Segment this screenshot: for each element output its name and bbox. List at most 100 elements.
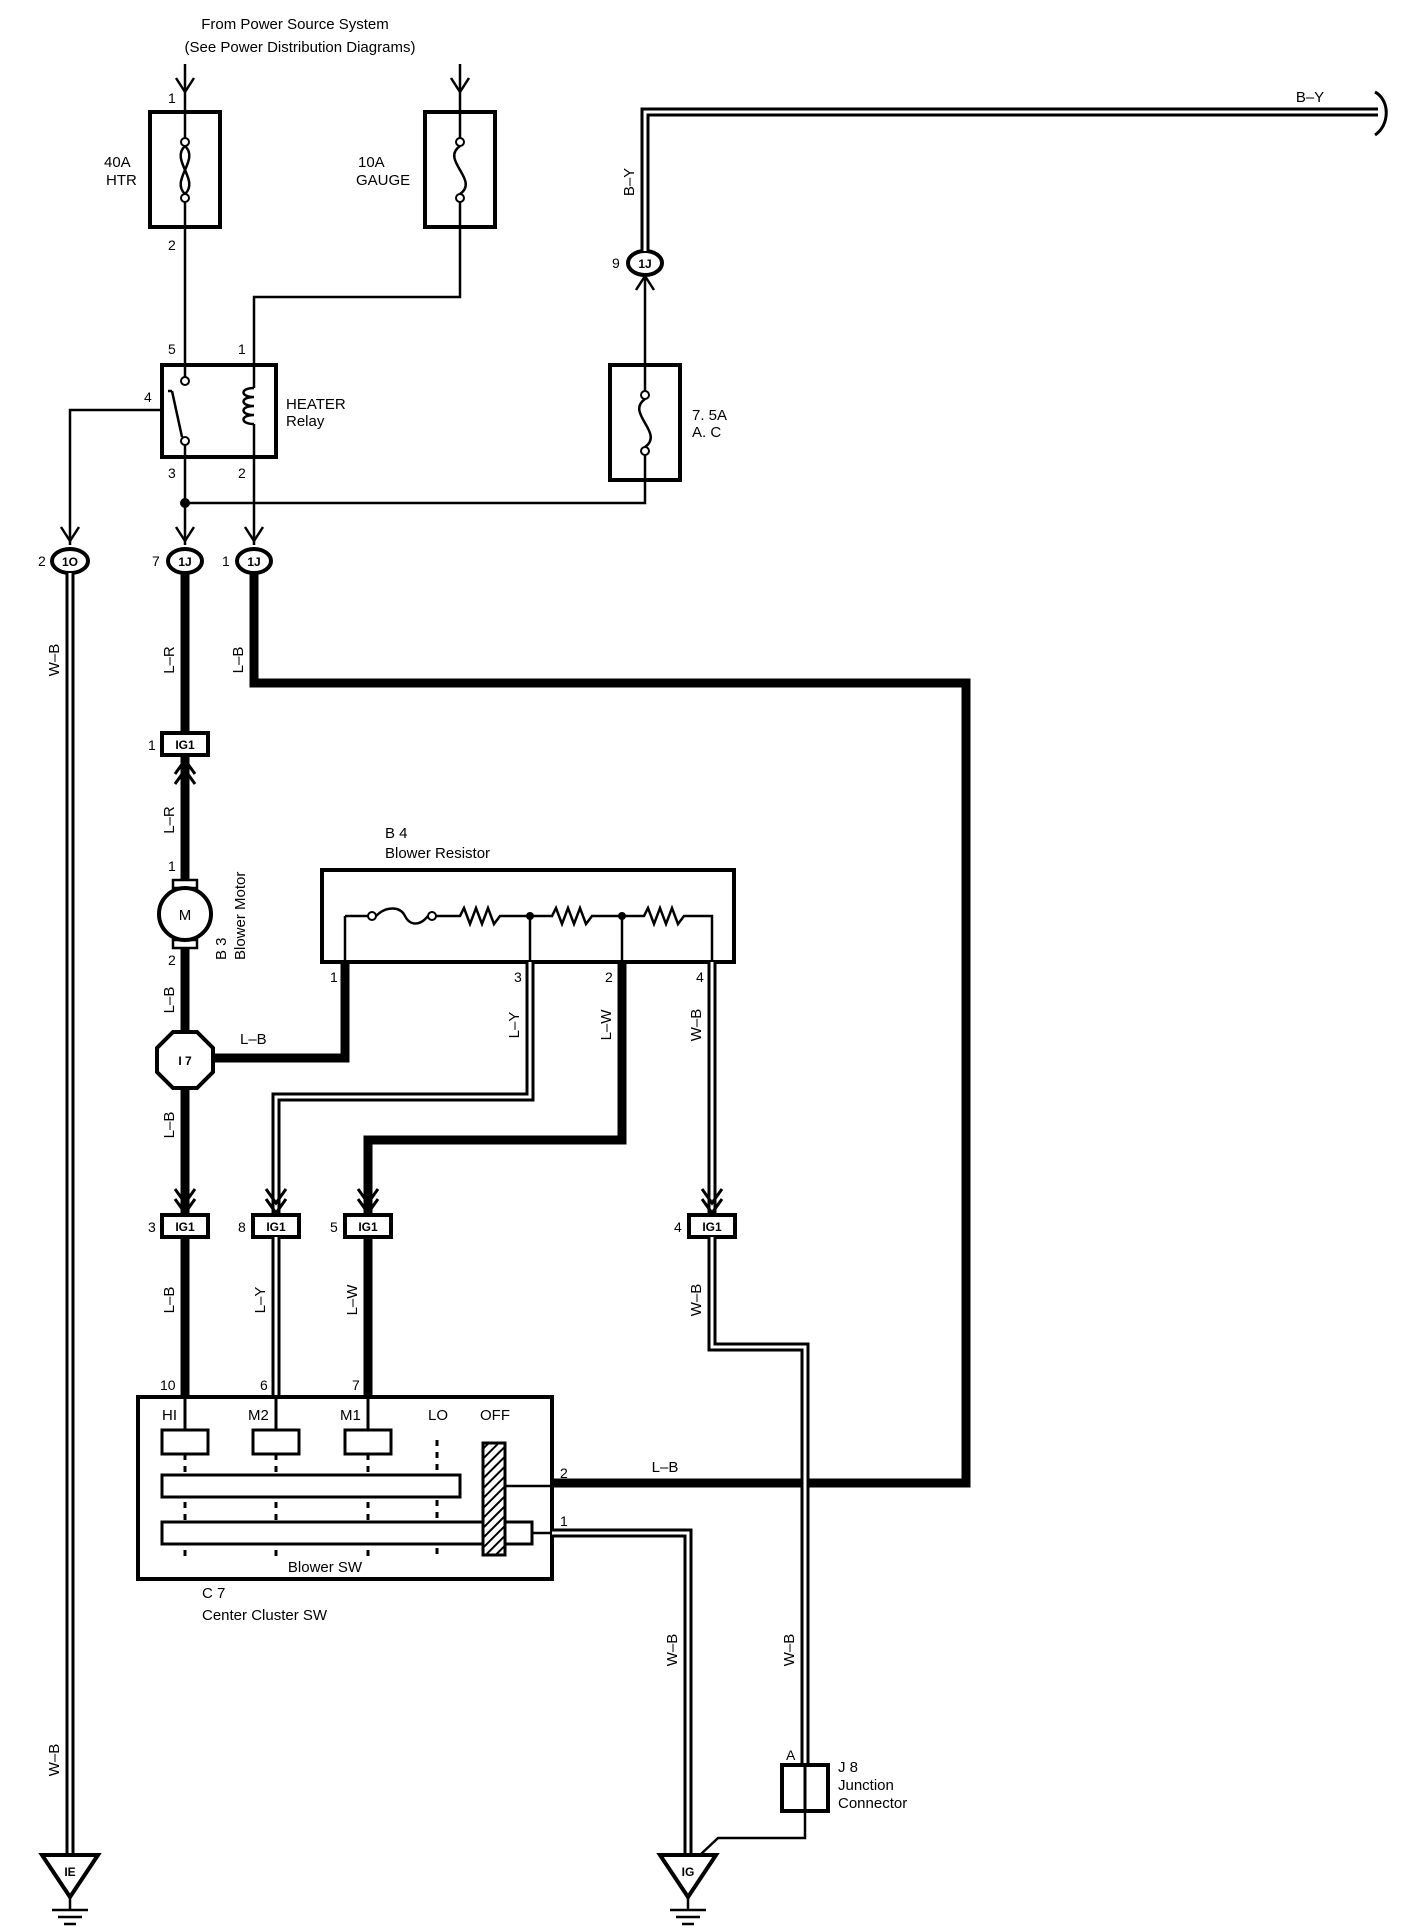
wire-w-b-to-junction — [707, 1237, 810, 1765]
pin-label: 4 — [674, 1219, 682, 1235]
wire-color-l-b: L–B — [230, 647, 247, 674]
blower-motor-name: Blower Motor — [232, 872, 249, 960]
wire-color-w-b: W–B — [688, 1284, 705, 1317]
connector-arrow — [243, 526, 265, 544]
connector-IG1-5: IG1 — [343, 1213, 393, 1239]
wire-color-w-b: W–B — [781, 1634, 798, 1667]
pin-label: 5 — [330, 1219, 338, 1235]
connector-IG1-label: IG1 — [175, 738, 195, 752]
pin-label: 3 — [168, 465, 176, 481]
wire-color-l-y: L–Y — [506, 1012, 523, 1039]
junction-code: J 8 — [838, 1759, 858, 1776]
fuse-htr-name: HTR — [106, 172, 137, 189]
switch-position-off: OFF — [480, 1407, 510, 1424]
wire-l-w — [363, 962, 627, 1215]
pin-label: 2 — [38, 553, 46, 569]
switch-position-lo: LO — [428, 1407, 448, 1424]
blower-motor: M — [157, 878, 213, 950]
connector-1J-9: 1J — [626, 249, 664, 277]
pin-label: 4 — [144, 389, 152, 405]
wire-splice-to-ac-fuse — [185, 480, 647, 505]
pin-label: 3 — [514, 969, 522, 985]
connector-arrow — [356, 1188, 380, 1206]
switch-position-m1: M1 — [340, 1407, 361, 1424]
wire-color-w-b: W–B — [688, 1009, 705, 1042]
pin-label: 2 — [168, 237, 176, 253]
power-input-arrow-gauge — [449, 64, 471, 112]
wire-color-l-b: L–B — [161, 1112, 178, 1139]
fuse-ac-name: A. C — [692, 424, 721, 441]
wire-relay4-to-1O — [68, 408, 162, 545]
pin-label: 7 — [152, 553, 160, 569]
ground-IE: IE — [38, 1853, 102, 1926]
ground-IG-label: IG — [682, 1865, 695, 1879]
power-input-arrow-htr — [174, 64, 196, 112]
junction-connector-J8 — [780, 1763, 830, 1813]
connector-1J-label: 1J — [638, 257, 651, 271]
power-source-subtitle: (See Power Distribution Diagrams) — [185, 39, 416, 56]
power-source-title: From Power Source System — [201, 16, 389, 33]
center-cluster-switch — [136, 1395, 554, 1581]
connector-1J-label: 1J — [247, 555, 260, 569]
pin-label: 2 — [238, 465, 246, 481]
wire-color-l-b: L–B — [240, 1031, 267, 1048]
pin-label: 4 — [696, 969, 704, 985]
junction-name-1: Junction — [838, 1777, 894, 1794]
wire-color-l-b: L–B — [652, 1459, 679, 1476]
switch-bar-upper — [160, 1473, 462, 1499]
connector-arrow — [264, 1188, 288, 1206]
pin-label: 1 — [168, 90, 176, 106]
junction-I7: I 7 — [155, 1030, 215, 1090]
ground-IG: IG — [656, 1853, 720, 1926]
pin-label: 1 — [330, 969, 338, 985]
fuse-gauge — [423, 110, 497, 229]
connector-1J-label: 1J — [178, 555, 191, 569]
connector-IG1-label: IG1 — [266, 1220, 286, 1234]
heater-relay — [160, 363, 278, 459]
switch-contact-m2 — [251, 1428, 301, 1456]
wire-color-l-y: L–Y — [252, 1287, 269, 1314]
connector-IG1-8: IG1 — [251, 1213, 301, 1239]
fuse-gauge-name: GAUGE — [356, 172, 410, 189]
wire-color-l-r: L–R — [161, 646, 178, 674]
wire-l-b-to-resistor1 — [213, 962, 350, 1063]
center-cluster-code: C 7 — [202, 1585, 225, 1602]
connector-IG1-1: IG1 — [160, 731, 210, 757]
connector-1O-2: 1O — [50, 547, 90, 575]
pin-label: 1 — [560, 1513, 568, 1529]
connector-IG1-label: IG1 — [358, 1220, 378, 1234]
fuse-ac — [608, 363, 682, 482]
wire-gauge-to-relay — [252, 227, 462, 370]
pin-label: 8 — [238, 1219, 246, 1235]
junction-name-2: Connector — [838, 1795, 907, 1812]
pin-label: 3 — [148, 1219, 156, 1235]
wire-color-l-w: L–W — [598, 1009, 615, 1041]
ground-IE-label: IE — [64, 1865, 75, 1879]
pin-label: 1 — [238, 341, 246, 357]
blower-motor-code: B 3 — [213, 937, 230, 960]
connector-arrow — [174, 526, 196, 544]
pin-label: 2 — [560, 1465, 568, 1481]
blower-switch-label: Blower SW — [288, 1559, 363, 1576]
wire-color-w-b: W–B — [664, 1634, 681, 1667]
pin-label: 6 — [260, 1377, 268, 1393]
connector-1J-7: 1J — [166, 547, 204, 575]
switch-contact-m1 — [343, 1428, 393, 1456]
connector-arrow — [700, 1188, 724, 1206]
connector-IG1-label: IG1 — [175, 1220, 195, 1234]
pin-label: 5 — [168, 341, 176, 357]
wire-w-b-switch-to-ground — [552, 1528, 693, 1855]
fuse-htr-amp: 40A — [104, 154, 131, 171]
pin-label: 1 — [148, 737, 156, 753]
pin-label: 7 — [352, 1377, 360, 1393]
wire-l-y — [271, 962, 535, 1215]
pin-label: 2 — [168, 952, 176, 968]
blower-resistor-name: Blower Resistor — [385, 845, 490, 862]
junction-I7-label: I 7 — [178, 1054, 192, 1068]
wire-b-y — [640, 90, 1388, 251]
wire-color-l-b: L–B — [161, 987, 178, 1014]
wire-color-b-y: B–Y — [1296, 89, 1324, 106]
pin-label: 1 — [222, 553, 230, 569]
pin-label: 1 — [168, 858, 176, 874]
